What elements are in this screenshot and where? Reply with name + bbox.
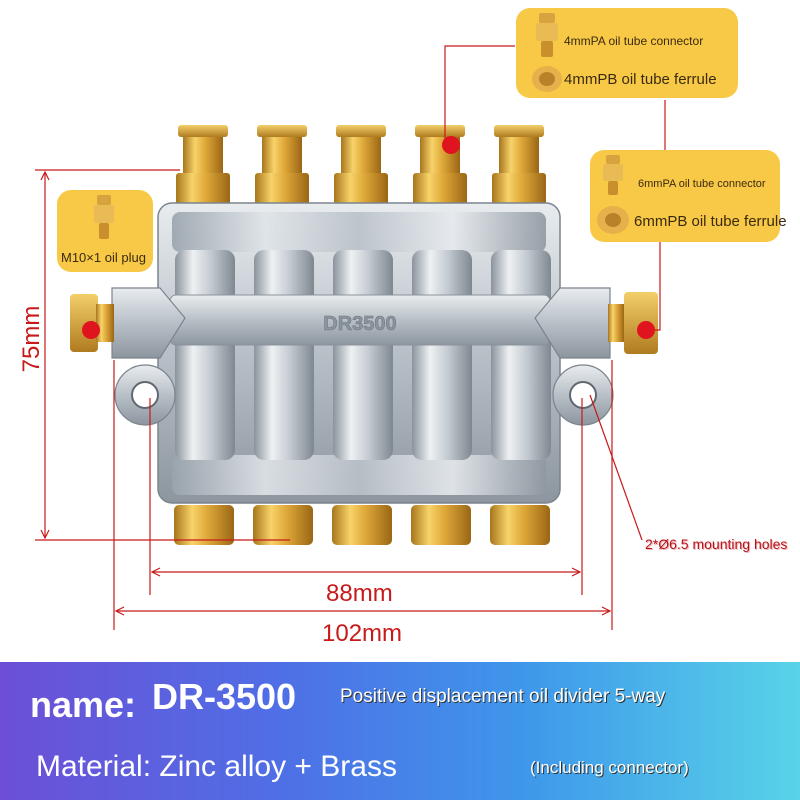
callout-4mm-line2: 4mmPB oil tube ferrule <box>564 71 717 88</box>
banner-material: Material: Zinc alloy + Brass <box>36 750 397 783</box>
dimension-holes-note: 2*Ø6.5 mounting holes <box>645 536 788 552</box>
banner-note: (Including connector) <box>530 758 689 777</box>
callout-4mm-line1: 4mmPA oil tube connector <box>564 34 704 48</box>
dimension-width: 102mm <box>322 620 403 647</box>
banner-name-label: name: <box>30 684 137 725</box>
bottom-fittings <box>174 505 550 545</box>
top-fittings <box>176 125 546 213</box>
callout-6mm: 6mmPA oil tube connector 6mmPB oil tube … <box>590 150 787 242</box>
info-banner: name: DR-3500 Positive displacement oil … <box>0 662 800 800</box>
callout-oil-plug-label: M10×1 oil plug <box>61 250 146 265</box>
product-image-area: DR3500 <box>18 8 788 647</box>
banner-description: Positive displacement oil divider 5-way <box>340 686 666 707</box>
dimension-lines <box>35 45 666 630</box>
ferrule-icon <box>532 66 562 92</box>
callout-4mm: 4mmPA oil tube connector 4mmPB oil tube … <box>516 8 738 98</box>
callout-6mm-line2: 6mmPB oil tube ferrule <box>634 213 787 230</box>
dimension-height: 75mm <box>18 305 45 373</box>
body-marking: DR3500 <box>323 313 396 335</box>
connector-icon <box>603 155 623 195</box>
connector-icon <box>536 13 558 57</box>
dimension-hole-spacing: 88mm <box>326 580 393 607</box>
oil-plug-icon <box>94 195 114 239</box>
callout-oil-plug: M10×1 oil plug <box>57 190 153 272</box>
marker-dots <box>82 136 655 339</box>
callout-6mm-line1: 6mmPA oil tube connector <box>638 178 766 190</box>
oil-divider-illustration: DR3500 <box>35 45 666 630</box>
ferrule-icon <box>597 206 629 234</box>
banner-model: DR-3500 <box>152 676 297 717</box>
